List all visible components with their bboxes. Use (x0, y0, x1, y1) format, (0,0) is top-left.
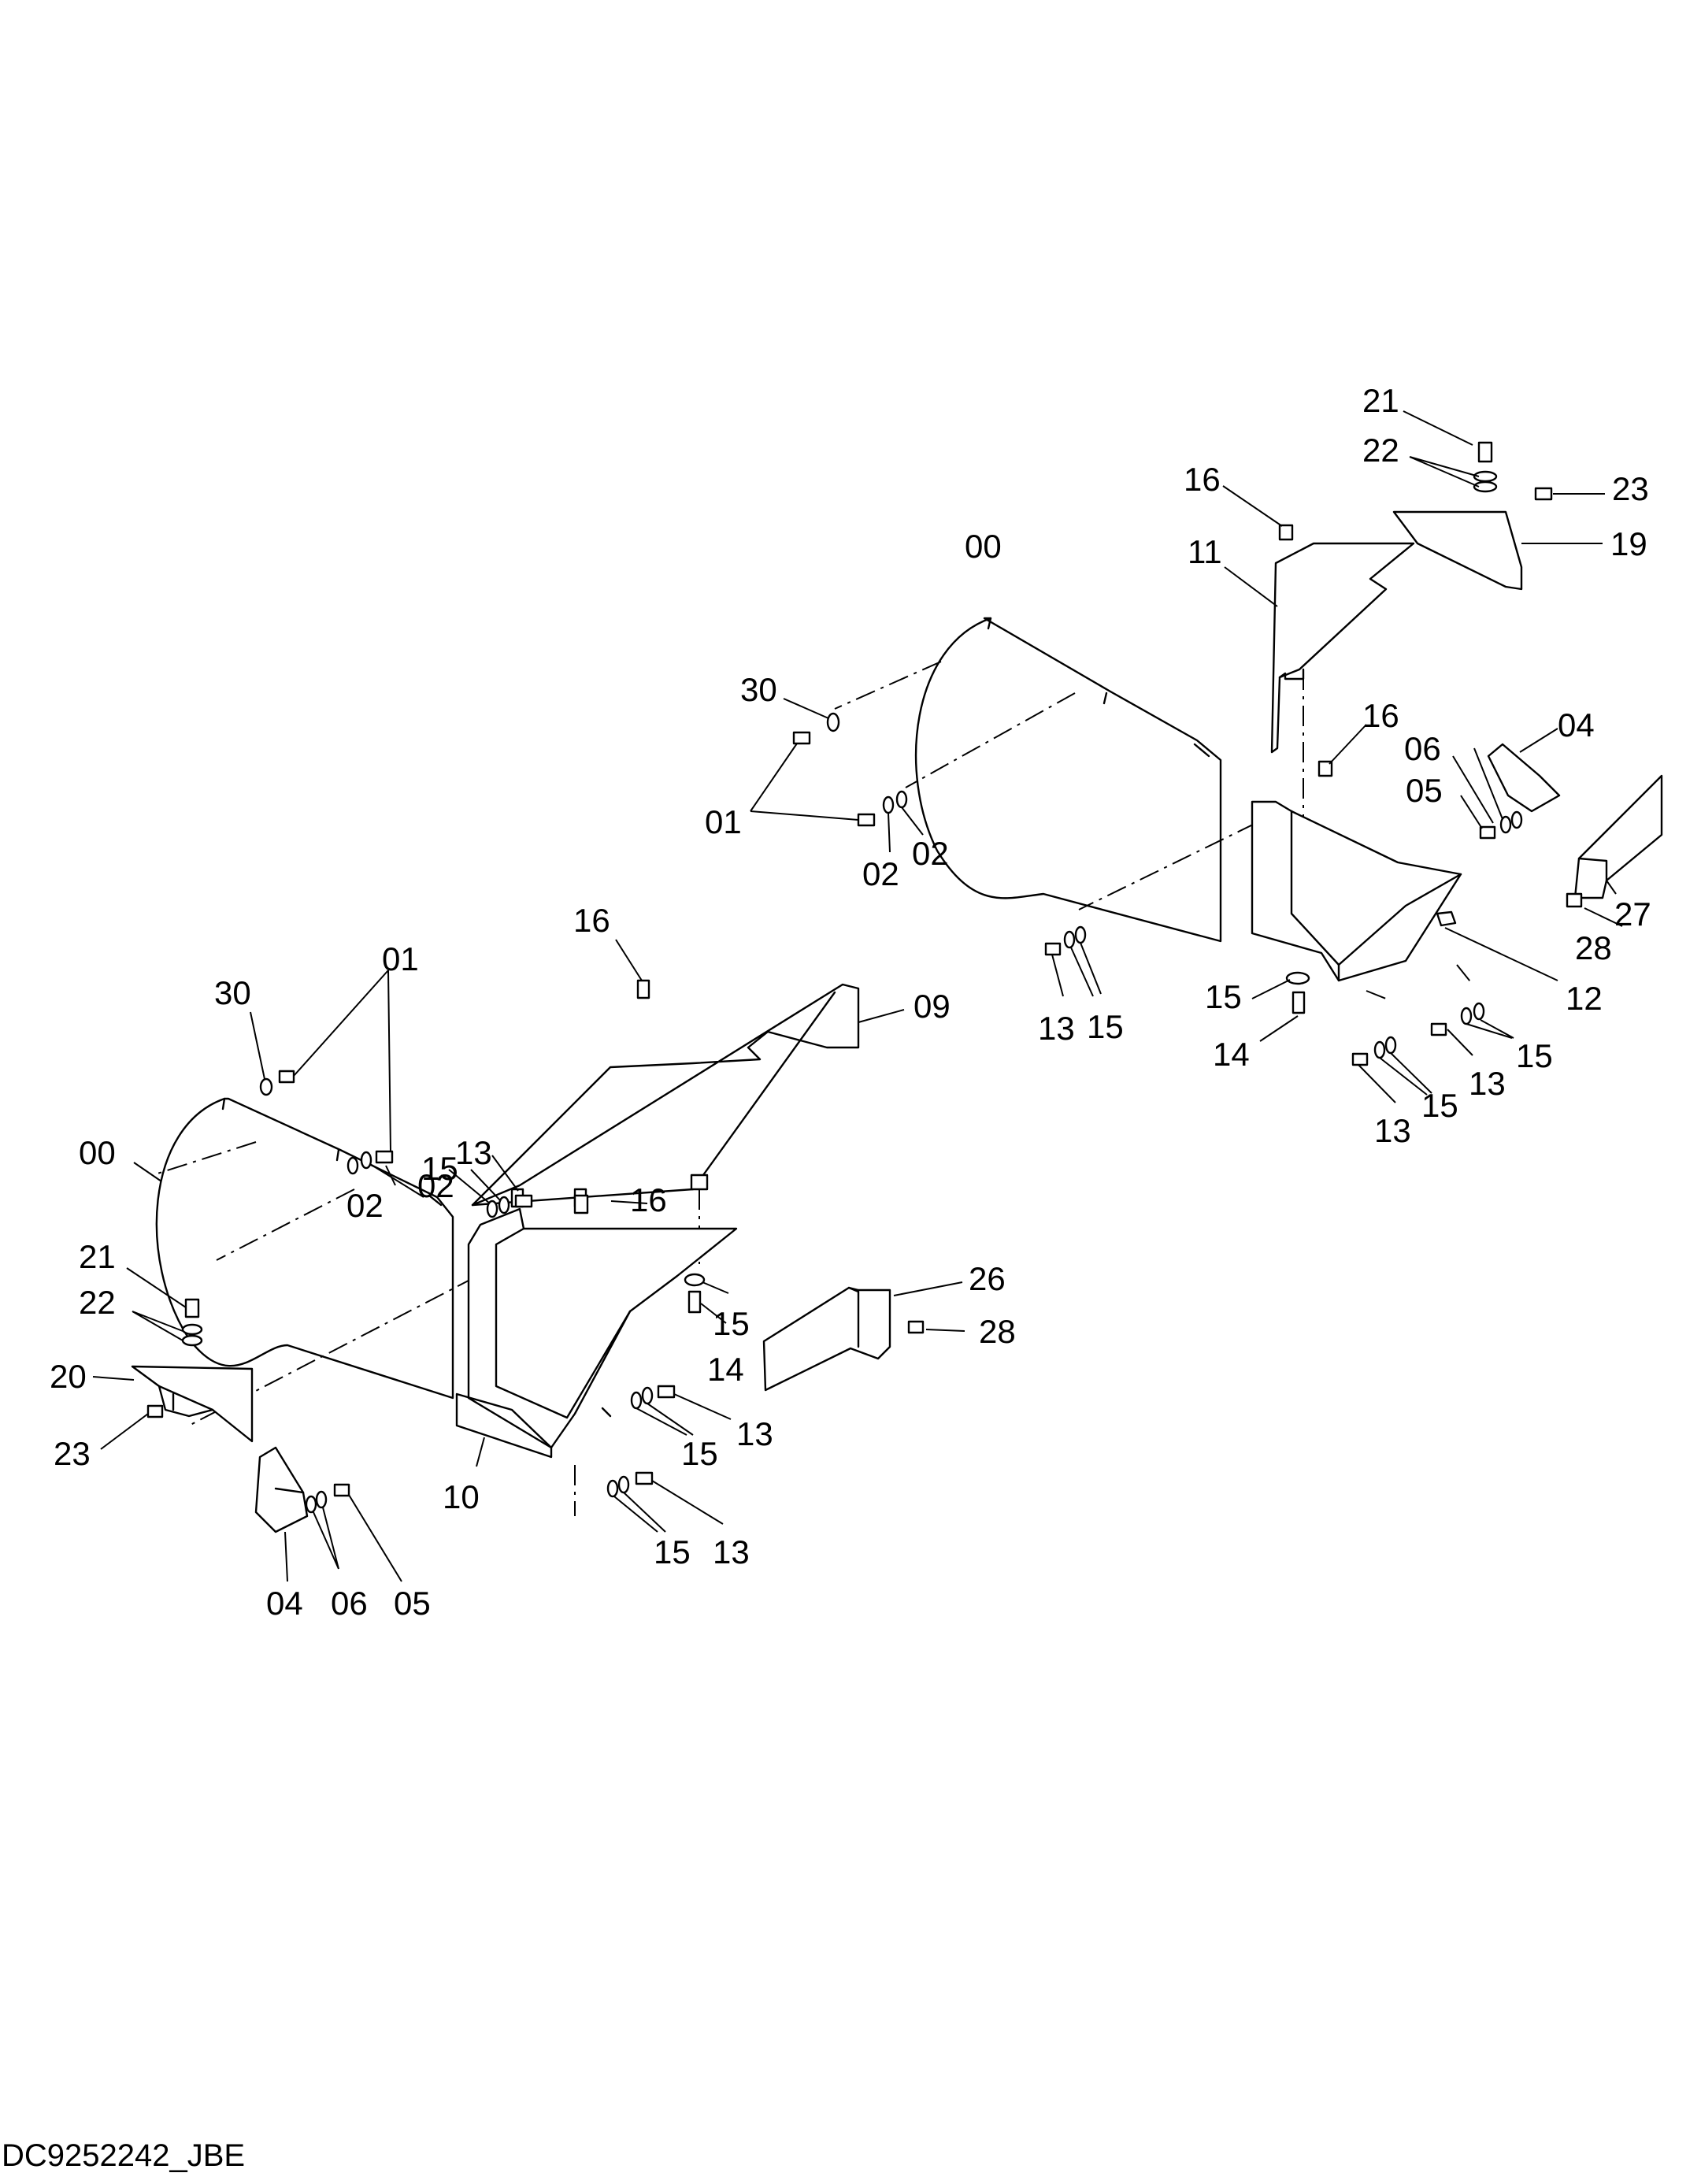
callout-21-right: 21 (1362, 382, 1399, 419)
part-27 (1573, 774, 1663, 899)
washers-bolt-02-left (346, 1150, 394, 1175)
callout-13-right-b: 13 (1374, 1112, 1411, 1149)
callout-14-right: 14 (1213, 1036, 1250, 1073)
callout-14-left: 14 (707, 1351, 744, 1388)
callout-15-left-a: 15 (421, 1150, 458, 1187)
callout-10: 10 (443, 1478, 480, 1515)
callout-27: 27 (1614, 895, 1651, 933)
callout-04-right: 04 (1558, 706, 1595, 743)
bolt-washers-13-15-left-b (630, 1385, 676, 1410)
callout-13-left-b: 13 (736, 1415, 773, 1452)
washers-02-right (882, 790, 908, 814)
callout-15-right-a: 15 (1205, 978, 1242, 1015)
callout-13-right-a: 13 (1038, 1010, 1075, 1047)
right-assembly: 21 22 23 19 16 11 00 30 01 02 02 16 06 0… (705, 382, 1663, 1149)
bracket-19 (1392, 510, 1523, 591)
callout-15-left-d: 15 (654, 1533, 691, 1570)
callout-04-left: 04 (266, 1585, 303, 1622)
bolt-01-right (792, 731, 876, 827)
callout-05-left: 05 (394, 1585, 431, 1622)
callout-22-left: 22 (79, 1284, 116, 1321)
part-04-right (1487, 743, 1561, 813)
callout-13-left-a: 13 (455, 1134, 492, 1171)
cover-right (914, 617, 1222, 943)
callout-06-left: 06 (331, 1585, 368, 1622)
callout-23-left: 23 (54, 1435, 91, 1472)
callout-22-right: 22 (1362, 432, 1399, 469)
bolt-16-right-top (1278, 524, 1294, 541)
callout-13-right-c: 13 (1469, 1065, 1506, 1102)
bolt-21-washers-22-left (181, 1298, 203, 1347)
bolt-washers-05-06 (1479, 810, 1523, 840)
part-26 (762, 1286, 891, 1392)
bolt-washers-13-15-left-c (606, 1471, 654, 1498)
nut-23-right (1534, 487, 1553, 501)
callout-02-left-a: 02 (417, 1167, 454, 1204)
callout-00-left: 00 (79, 1134, 116, 1171)
left-assembly: 16 09 01 30 02 02 00 13 15 16 15 14 26 2… (50, 902, 1016, 1622)
bolt-14-washer-15-left (684, 1273, 706, 1314)
nut-28-right (1566, 892, 1583, 908)
callout-02-left-b: 02 (346, 1187, 384, 1224)
callout-23-right: 23 (1612, 470, 1649, 507)
washer-30-right (826, 712, 840, 732)
callout-13-left-c: 13 (713, 1533, 750, 1570)
bolt-washers-05-06-left (305, 1483, 350, 1514)
washer-bolt-30-01-left (259, 1070, 295, 1096)
bolt-13-washers-15-right-b (1351, 1036, 1397, 1066)
callout-02-right-b: 02 (912, 835, 949, 872)
callout-15-right-c: 15 (1421, 1087, 1458, 1124)
bolt-13-washers-15-right-a (1044, 925, 1087, 956)
callout-05-right: 05 (1406, 772, 1443, 809)
callout-15-left-c: 15 (681, 1435, 718, 1472)
callout-15-right-d: 15 (1516, 1037, 1553, 1074)
bolt-13-washers-15-right-c (1430, 1002, 1485, 1036)
nut-28-left (907, 1320, 925, 1334)
callout-01-right: 01 (705, 803, 742, 840)
chute-12 (1251, 800, 1462, 982)
chute-10 (467, 1207, 738, 1449)
callout-15-left-b: 15 (713, 1305, 750, 1342)
bracket-11 (1270, 542, 1415, 754)
bolt-14-washer-15-right (1285, 971, 1310, 1014)
bolt-16-left-mid (573, 1194, 589, 1214)
callout-21-left: 21 (79, 1238, 116, 1275)
callout-30-left: 30 (214, 974, 251, 1011)
callout-12: 12 (1566, 980, 1603, 1017)
callout-28-right: 28 (1575, 929, 1612, 966)
bolt-16-left-top (636, 979, 650, 999)
callout-15-right-b: 15 (1087, 1008, 1124, 1045)
callout-06-right: 06 (1404, 730, 1441, 767)
bracket-20 (131, 1365, 254, 1443)
bolt-16-right-mid (1317, 760, 1333, 777)
callout-09: 09 (914, 988, 951, 1025)
bolt-21-right (1473, 441, 1498, 493)
callout-16-right-mid: 16 (1362, 697, 1399, 734)
plate-09 (471, 983, 860, 1207)
callout-02-right-a: 02 (862, 855, 899, 892)
callout-11: 11 (1188, 533, 1222, 570)
nut-23-left (146, 1404, 164, 1418)
drawing-code: DC9252242_JBE (2, 2138, 246, 2173)
callout-16-left-mid: 16 (630, 1181, 667, 1218)
callout-19: 19 (1610, 525, 1647, 562)
callout-28-left: 28 (979, 1313, 1016, 1350)
callout-30-right: 30 (740, 671, 777, 708)
callout-20: 20 (50, 1358, 87, 1395)
callout-16-right-top: 16 (1184, 461, 1221, 498)
callout-26: 26 (969, 1260, 1006, 1297)
callout-01-left: 01 (382, 940, 419, 977)
bolt-washers-13-15-left-a (486, 1194, 533, 1218)
callout-16-left-top: 16 (573, 902, 610, 939)
callout-00-right: 00 (965, 528, 1002, 565)
cover-left (155, 1097, 454, 1400)
